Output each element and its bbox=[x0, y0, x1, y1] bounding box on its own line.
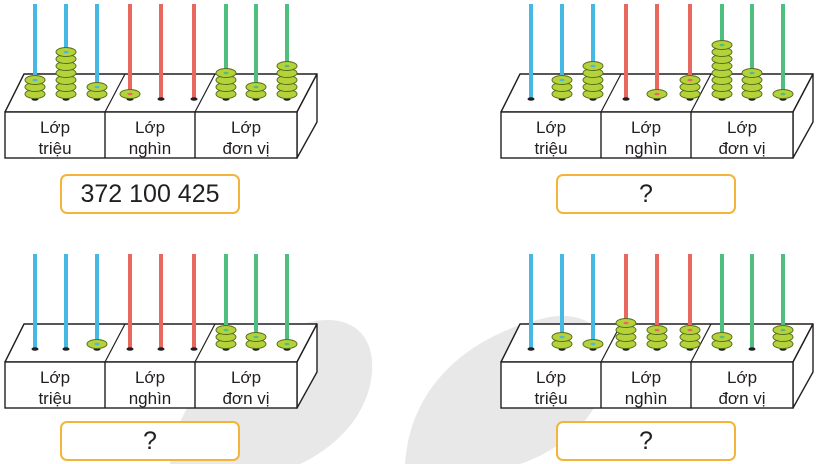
class-millions-label-line-1: Lớp bbox=[536, 368, 566, 387]
rod-cap bbox=[654, 328, 660, 332]
rod-cap bbox=[94, 85, 100, 89]
class-divider bbox=[194, 73, 216, 113]
rod-cap bbox=[223, 328, 229, 332]
class-millions-label-line-2: triệu bbox=[38, 389, 71, 408]
class-divider bbox=[104, 73, 126, 113]
abacus-4: Lớp triệu Lớp nghìn Lớp đơn vị bbox=[500, 254, 814, 409]
rod-hole bbox=[157, 347, 165, 351]
class-divider bbox=[600, 73, 622, 113]
rod-cap bbox=[284, 342, 290, 346]
class-divider bbox=[690, 73, 712, 113]
class-thousands-label-line-1: Lớp bbox=[135, 368, 165, 387]
rod-cap bbox=[32, 78, 38, 82]
rod-hole bbox=[157, 97, 165, 101]
class-units-label-line-2: đơn vị bbox=[718, 139, 765, 158]
rod-hole bbox=[748, 347, 756, 351]
rod-cap bbox=[687, 328, 693, 332]
class-divider bbox=[104, 323, 126, 363]
rod-cap bbox=[719, 43, 725, 47]
rod-hole bbox=[527, 97, 535, 101]
abacus-front-face bbox=[500, 111, 794, 159]
answer-box-2[interactable]: ? bbox=[556, 174, 736, 214]
abacus-front-face bbox=[4, 361, 298, 409]
rod-hole bbox=[190, 347, 198, 351]
rod-hole bbox=[62, 347, 70, 351]
rod-cap bbox=[63, 50, 69, 54]
class-thousands-label-line-1: Lớp bbox=[631, 118, 661, 137]
class-units-label-line-1: Lớp bbox=[231, 368, 261, 387]
class-units-label-line-2: đơn vị bbox=[222, 389, 269, 408]
rod-cap bbox=[253, 335, 259, 339]
abacus-front-face bbox=[500, 361, 794, 409]
abacus-3: Lớp triệu Lớp nghìn Lớp đơn vị bbox=[4, 254, 318, 409]
class-millions-label-line-2: triệu bbox=[534, 139, 567, 158]
class-units-label-line-2: đơn vị bbox=[718, 389, 765, 408]
class-units-label-line-2: đơn vị bbox=[222, 139, 269, 158]
class-thousands-label-line-1: Lớp bbox=[631, 368, 661, 387]
rod-cap bbox=[590, 64, 596, 68]
abacus-front-face bbox=[4, 111, 298, 159]
rod-cap bbox=[559, 335, 565, 339]
class-thousands-label-line-2: nghìn bbox=[625, 139, 668, 158]
class-thousands-label-line-2: nghìn bbox=[129, 389, 172, 408]
rod-cap bbox=[223, 71, 229, 75]
class-thousands-label-line-2: nghìn bbox=[129, 139, 172, 158]
answer-box-4[interactable]: ? bbox=[556, 421, 736, 461]
rod-cap bbox=[559, 78, 565, 82]
abacus-2: Lớp triệu Lớp nghìn Lớp đơn vị bbox=[500, 4, 814, 159]
rod-hole bbox=[622, 97, 630, 101]
class-millions-label-line-1: Lớp bbox=[40, 118, 70, 137]
class-units-label-line-1: Lớp bbox=[231, 118, 261, 137]
class-units-label-line-1: Lớp bbox=[727, 368, 757, 387]
rod-cap bbox=[623, 321, 629, 325]
rod-cap bbox=[127, 92, 133, 96]
class-units-label-line-1: Lớp bbox=[727, 118, 757, 137]
answer-box-3[interactable]: ? bbox=[60, 421, 240, 461]
rod-cap bbox=[94, 342, 100, 346]
rod-hole bbox=[31, 347, 39, 351]
class-millions-label-line-1: Lớp bbox=[536, 118, 566, 137]
class-millions-label-line-2: triệu bbox=[38, 139, 71, 158]
rod-cap bbox=[780, 328, 786, 332]
answer-box-1: 372 100 425 bbox=[60, 174, 240, 214]
class-millions-label-line-1: Lớp bbox=[40, 368, 70, 387]
abacus-1: Lớp triệu Lớp nghìn Lớp đơn vị bbox=[4, 4, 318, 159]
rod-cap bbox=[284, 64, 290, 68]
rod-cap bbox=[253, 85, 259, 89]
rod-cap bbox=[687, 78, 693, 82]
answer-text-3: ? bbox=[143, 426, 157, 455]
rod-cap bbox=[749, 71, 755, 75]
rod-cap bbox=[590, 342, 596, 346]
rod-cap bbox=[654, 92, 660, 96]
class-thousands-label-line-2: nghìn bbox=[625, 389, 668, 408]
answer-text-1: 372 100 425 bbox=[80, 179, 220, 208]
class-divider bbox=[194, 323, 216, 363]
class-millions-label-line-2: triệu bbox=[534, 389, 567, 408]
class-divider bbox=[690, 323, 712, 363]
class-thousands-label-line-1: Lớp bbox=[135, 118, 165, 137]
rod-hole bbox=[527, 347, 535, 351]
answer-text-4: ? bbox=[639, 426, 653, 455]
rod-cap bbox=[780, 92, 786, 96]
rod-hole bbox=[126, 347, 134, 351]
answer-text-2: ? bbox=[639, 179, 653, 208]
rod-cap bbox=[719, 335, 725, 339]
rod-hole bbox=[190, 97, 198, 101]
